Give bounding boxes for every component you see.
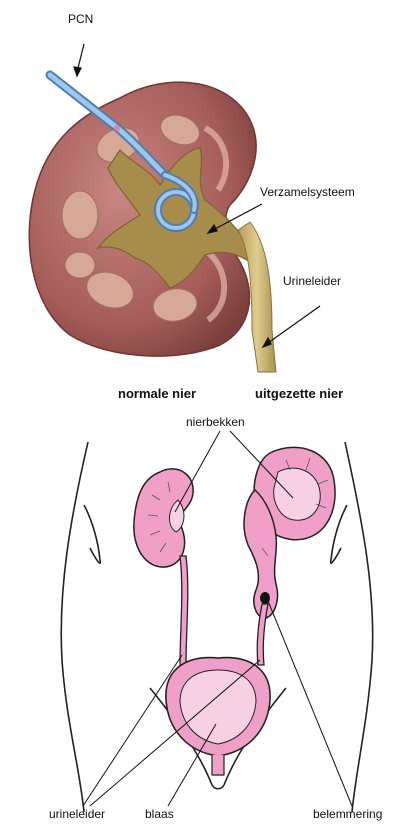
ureter-top-label: Urineleider: [283, 275, 341, 287]
obstruction-pointer: [268, 601, 352, 806]
ureter-pointer: [83, 655, 182, 806]
ureter-label: urineleider: [49, 808, 105, 820]
pcn-entry-point: [114, 125, 120, 131]
kidney-illustration: [29, 75, 276, 372]
normal-kidney: [134, 469, 193, 567]
dilated-kidney-heading: uitgezette nier: [255, 387, 343, 400]
normal-kidney-heading: normale nier: [118, 387, 196, 400]
ureter-top-pointer: [268, 306, 320, 343]
pcn-label: PCN: [68, 13, 93, 25]
dilated-kidney: [244, 447, 335, 618]
renal-pelvis-label: nierbekken: [186, 416, 245, 428]
collecting-system-label: Verzamelsysteem: [260, 186, 355, 198]
bladder: [166, 658, 270, 775]
obstruction-label: belemmering: [313, 808, 382, 820]
bladder-label: blaas: [145, 808, 174, 820]
ureters: [180, 556, 268, 665]
